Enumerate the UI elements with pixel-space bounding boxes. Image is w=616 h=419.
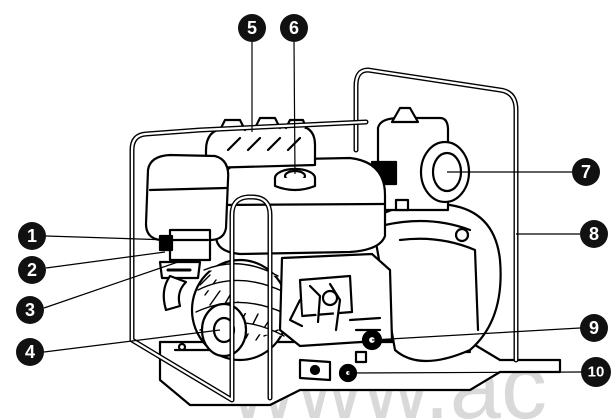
callout-7-label: 7 bbox=[581, 162, 591, 182]
leader-1 bbox=[45, 235, 171, 241]
callout-6-label: 6 bbox=[289, 18, 299, 38]
callout-10-label: 10 bbox=[588, 364, 605, 381]
callout-8-label: 8 bbox=[589, 224, 599, 244]
leader-4 bbox=[43, 329, 221, 353]
callout-7: 7 bbox=[572, 158, 600, 186]
callout-2-label: 2 bbox=[27, 260, 37, 280]
callout-1-label: 1 bbox=[27, 226, 37, 246]
leader-6 bbox=[293, 41, 296, 175]
callout-3: 3 bbox=[16, 296, 44, 324]
callout-6: 6 bbox=[280, 14, 308, 42]
recoil-starter bbox=[162, 258, 290, 362]
callout-5: 5 bbox=[238, 14, 266, 42]
air-filter bbox=[144, 153, 230, 262]
callout-9: 9 bbox=[580, 314, 608, 342]
callout-4: 4 bbox=[16, 338, 44, 366]
leader-2 bbox=[45, 251, 166, 269]
callout-3-label: 3 bbox=[25, 300, 35, 320]
callout-2: 2 bbox=[18, 256, 46, 284]
leader-lines bbox=[43, 41, 583, 374]
callout-9-label: 9 bbox=[589, 318, 599, 338]
fuel-tank bbox=[214, 156, 387, 256]
outlet-pipe bbox=[370, 106, 471, 212]
callout-8: 8 bbox=[580, 220, 608, 248]
callouts: 1 2 3 4 5 6 7 8 9 10 bbox=[16, 14, 611, 387]
leader-10 bbox=[347, 371, 583, 374]
leader-3 bbox=[43, 261, 179, 309]
callout-10: 10 bbox=[581, 357, 611, 387]
callout-4-label: 4 bbox=[25, 342, 35, 362]
leader-9 bbox=[371, 327, 581, 341]
pump-illustration bbox=[129, 67, 562, 407]
callout-1: 1 bbox=[18, 222, 46, 250]
callout-5-label: 5 bbox=[247, 18, 257, 38]
